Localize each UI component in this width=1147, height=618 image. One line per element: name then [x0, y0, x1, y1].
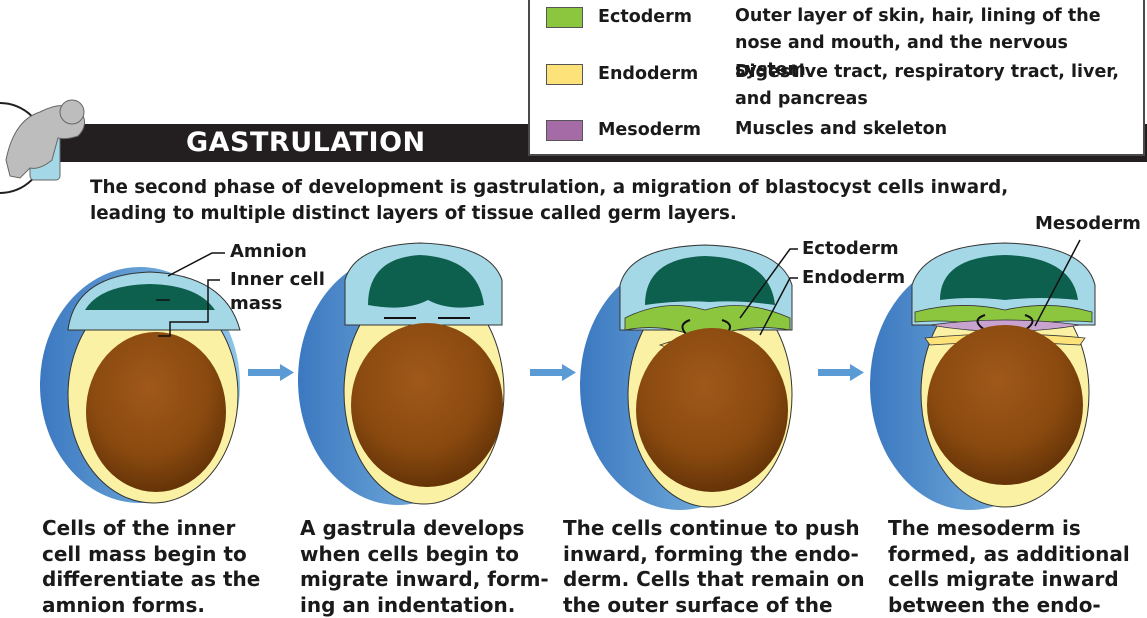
label-amnion: Amnion — [230, 241, 307, 262]
right-arrow-icon — [248, 364, 294, 381]
caption-line: when cells begin to — [300, 542, 560, 568]
caption-line: between the endo- — [888, 593, 1138, 618]
caption-line: A gastrula develops — [300, 516, 560, 542]
right-arrow-icon — [818, 364, 864, 381]
caption-line: inward, forming the endo- — [563, 542, 873, 568]
blastocyst-stage-3 — [580, 245, 792, 510]
label-inner-cell: Inner cell — [230, 269, 325, 290]
caption-line: ing an indentation. — [300, 593, 560, 618]
label-ectoderm: Ectoderm — [802, 238, 899, 259]
caption-line: cells migrate inward — [888, 567, 1138, 593]
blastocyst-stage-2 — [298, 243, 504, 505]
caption-line: differentiate as the — [42, 567, 282, 593]
blastocyst-stage-1 — [40, 267, 240, 503]
caption-line: formed, as additional — [888, 542, 1138, 568]
label-mesoderm: Mesoderm — [1035, 213, 1141, 234]
label-endoderm: Endoderm — [802, 267, 905, 288]
caption-line: amnion forms. — [42, 593, 282, 618]
caption-line: migrate inward, form- — [300, 567, 560, 593]
label-mass: mass — [230, 293, 282, 314]
caption-line: derm. Cells that remain on — [563, 567, 873, 593]
right-arrow-icon — [530, 364, 576, 381]
gastrulation-diagram — [0, 0, 1147, 603]
caption-line: the outer surface of the — [563, 593, 873, 618]
caption-line: Cells of the inner — [42, 516, 282, 542]
caption-line: The mesoderm is — [888, 516, 1138, 542]
caption-line: The cells continue to push — [563, 516, 873, 542]
caption-line: cell mass begin to — [42, 542, 282, 568]
